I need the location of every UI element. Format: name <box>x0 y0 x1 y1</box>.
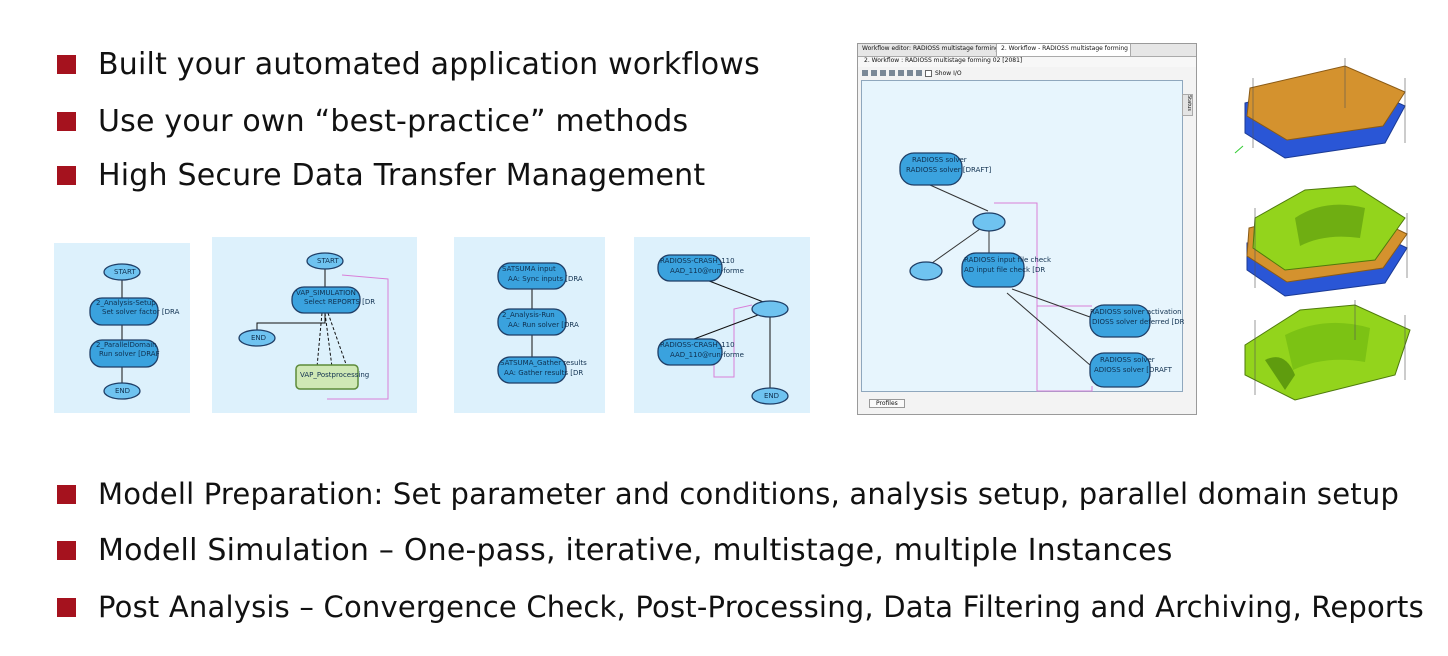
node-label: SATSUMA input <box>502 265 556 273</box>
bullet-square-icon <box>57 541 76 560</box>
node-sub-label: AA: Gather results [DR <box>504 369 583 377</box>
workflow-canvas[interactable]: RADIOSS solver RADIOSS solver [DRAFT] RA… <box>861 80 1185 392</box>
pointer-icon[interactable] <box>862 70 868 76</box>
profiles-button[interactable]: Profiles <box>869 398 905 408</box>
node-label: RADIOSS solver <box>912 156 967 164</box>
node-sub-label: DIOSS solver deferred [DR <box>1092 318 1184 326</box>
node-label: RADIOSS solver <box>1100 356 1155 364</box>
gear-icon[interactable] <box>871 70 877 76</box>
bullet-item: Post Analysis – Convergence Check, Post-… <box>57 590 1424 624</box>
node-label: END <box>251 334 266 342</box>
bullet-text: Modell Simulation – One-pass, iterative,… <box>98 533 1173 568</box>
node-sub-label: Run solver [DRAF <box>99 350 160 358</box>
tab-bar: Workflow editor: RADIOSS multistage form… <box>858 44 1196 57</box>
forming-surface-2 <box>1246 185 1408 297</box>
bullet-item: High Secure Data Transfer Management <box>57 158 705 193</box>
node-label: RADIOSS input file check <box>964 256 1052 264</box>
node-label: 2_Analysis-Run <box>502 311 555 319</box>
node-sub-label: AD input file check [DR <box>964 266 1045 274</box>
bullet-square-icon <box>57 484 76 504</box>
node-sub-label: ADIOSS solver [DRAFT <box>1094 366 1173 374</box>
layout-icon[interactable] <box>916 70 922 76</box>
toolbar: Show I/O <box>858 67 1196 79</box>
node-label: SATSUMA_Gather results <box>500 359 587 367</box>
zoom-in-icon[interactable] <box>889 70 895 76</box>
bullet-square-icon <box>57 166 76 185</box>
node-label: VAP_SIMULATION <box>296 289 356 297</box>
bullet-square-icon <box>57 597 76 617</box>
bullet-item: Modell Preparation: Set parameter and co… <box>57 477 1399 511</box>
zoom-out-icon[interactable] <box>898 70 904 76</box>
show-io-label: Show I/O <box>935 69 962 77</box>
show-io-checkbox[interactable] <box>925 69 932 77</box>
node-sub-label: Select REPORTS [DR <box>304 298 375 306</box>
node-sub-label: AAD_110@run-forme <box>670 267 744 275</box>
node-label: RADIOSS-CRASH_110 <box>660 341 735 349</box>
bullet-text: Use your own “best-practice” methods <box>98 104 689 139</box>
bottom-bar: Profiles <box>861 396 1191 410</box>
forming-surface-3 <box>1244 300 1411 401</box>
workflow-thumbnail-4: RADIOSS-CRASH_110 AAD_110@run-forme RADI… <box>634 237 810 413</box>
node-label: RADIOSS solver activation <box>1090 308 1182 316</box>
node-label: END <box>115 387 130 395</box>
status-side-tab[interactable]: Status <box>1182 94 1193 116</box>
bullet-text: Modell Preparation: Set parameter and co… <box>98 477 1400 511</box>
bullet-text: Built your automated application workflo… <box>98 47 760 82</box>
node-label: VAP_Postprocessing <box>300 371 369 379</box>
bullet-item: Modell Simulation – One-pass, iterative,… <box>57 533 1173 568</box>
node-sub-label: AA: Run solver [DRA <box>508 321 579 329</box>
window-title: 2. Workflow : RADIOSS multistage forming… <box>858 57 1196 67</box>
tab-workflow-2[interactable]: 2. Workflow - RADIOSS multistage forming… <box>997 44 1131 56</box>
node-sub-label: AAD_110@run-forme <box>670 351 744 359</box>
node-label: START <box>114 268 136 276</box>
node-sub-label: Set solver factor [DRA <box>102 308 180 316</box>
node-label: 2_Analysis-Setup <box>96 299 156 307</box>
workflow-editor-window: Workflow editor: RADIOSS multistage form… <box>857 43 1197 415</box>
node-label: RADIOSS-CRASH_110 <box>660 257 735 265</box>
node-sub-label: AA: Sync inputs [DRA <box>508 275 583 283</box>
node-sub-label: RADIOSS solver [DRAFT] <box>906 166 992 174</box>
bullet-text: Post Analysis – Convergence Check, Post-… <box>98 590 1424 624</box>
bullet-item: Use your own “best-practice” methods <box>57 104 688 139</box>
node-label: 2_ParallelDomain <box>96 341 157 349</box>
node-label: END <box>764 392 779 400</box>
workflow-thumbnail-1: START 2_Analysis-Setup Set solver factor… <box>54 243 190 413</box>
bullet-text: High Secure Data Transfer Management <box>98 158 706 193</box>
node-label: START <box>317 257 339 265</box>
forming-surface-1 <box>1234 58 1406 159</box>
workflow-thumbnail-2: START VAP_SIMULATION Select REPORTS [DR … <box>212 237 417 413</box>
tab-workflow-editor[interactable]: Workflow editor: RADIOSS multistage form… <box>858 44 997 56</box>
workflow-thumbnail-3: SATSUMA input AA: Sync inputs [DRA 2_Ana… <box>454 237 605 413</box>
edit-icon[interactable] <box>880 70 886 76</box>
fit-icon[interactable] <box>907 70 913 76</box>
bullet-item: Built your automated application workflo… <box>57 47 760 82</box>
bullet-square-icon <box>57 55 76 74</box>
bullet-square-icon <box>57 112 76 131</box>
